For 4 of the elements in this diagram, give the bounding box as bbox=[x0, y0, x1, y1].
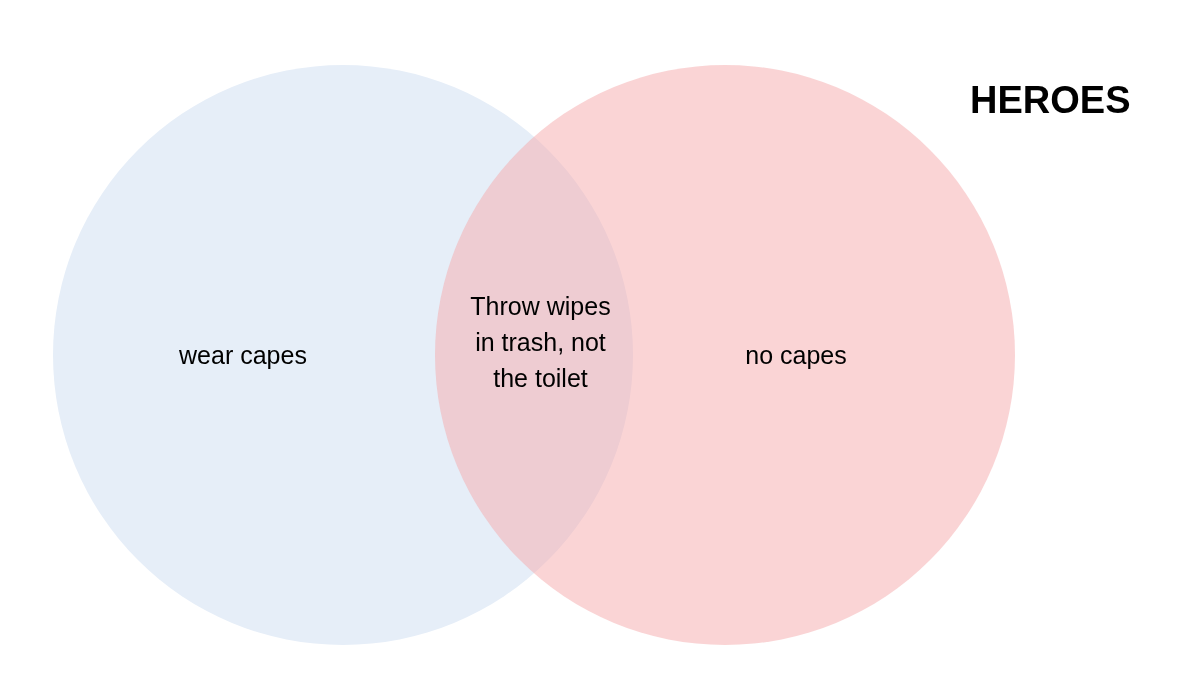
title: HEROES bbox=[970, 78, 1131, 122]
overlap-label: Throw wipes in trash, not the toilet bbox=[469, 291, 612, 394]
circle-label: no capes bbox=[745, 340, 847, 371]
circle-label: wear capes bbox=[179, 340, 307, 371]
